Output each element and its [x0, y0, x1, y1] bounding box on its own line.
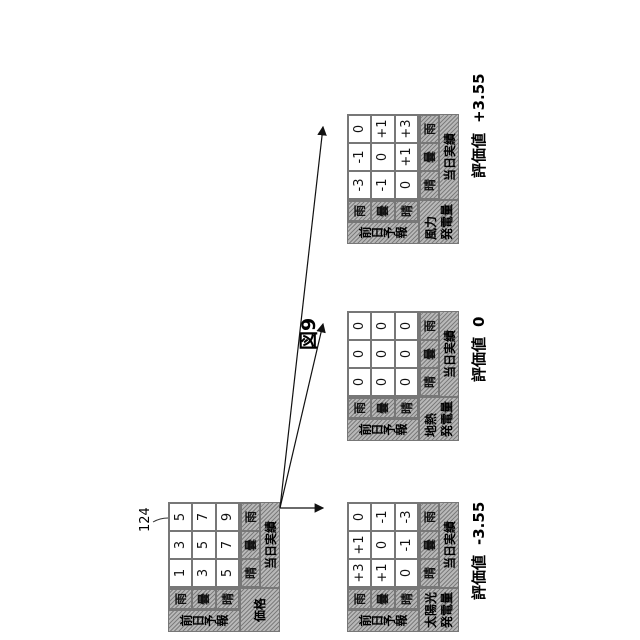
solar-col-label: 雨 — [420, 503, 439, 531]
arrow-to-geo — [280, 324, 323, 508]
wind-evaluation: 評価値 +3.55 — [468, 73, 489, 178]
geo-eval-label: 評価値 — [470, 337, 488, 382]
wind-cell: -1 — [371, 171, 394, 199]
geo-eval-value: 0 — [470, 317, 488, 327]
arrow-to-wind — [280, 127, 323, 508]
geo-row-label: 晴 — [395, 398, 418, 418]
solar-cell: 0 — [371, 531, 394, 559]
geo-table-row-labels: 雨 曇 晴 — [347, 397, 419, 419]
wind-cell: 0 — [371, 143, 394, 171]
wind-table-col-labels: 晴 曇 雨 — [419, 114, 439, 200]
wind-col-label: 曇 — [420, 143, 439, 171]
wind-row-label: 雨 — [348, 201, 371, 221]
geo-table-forecast-label: 前日予報 — [347, 419, 419, 441]
solar-cell: +1 — [348, 531, 371, 559]
solar-cell: +1 — [371, 559, 394, 587]
geo-col-label: 曇 — [420, 340, 439, 368]
wind-table-corner-label: 風力 発電量 — [419, 200, 459, 244]
solar-table-values: +3 +1 0 +1 0 -1 0 -1 -3 — [347, 502, 419, 588]
geo-table-corner-label: 地熱 発電量 — [419, 397, 459, 441]
wind-table-actual-label: 当日実績 — [439, 114, 459, 200]
wind-table: 前日予報 雨 曇 晴 -3 -1 0 -1 0 +1 0 +1 +3 風力 発電… — [347, 63, 459, 244]
wind-row-label: 曇 — [371, 201, 394, 221]
wind-col-label: 雨 — [420, 115, 439, 143]
solar-row-label: 晴 — [395, 589, 418, 609]
wind-cell: -3 — [348, 171, 371, 199]
geo-row-label: 曇 — [371, 398, 394, 418]
wind-cell: -1 — [348, 143, 371, 171]
solar-table-actual-label: 当日実績 — [439, 502, 459, 588]
geo-table: 前日予報 雨 曇 晴 0 0 0 0 0 0 0 0 0 地熱 発電量 晴 曇 … — [347, 260, 459, 441]
geo-cell: 0 — [371, 312, 394, 340]
geo-col-label: 晴 — [420, 368, 439, 396]
solar-table-row-labels: 雨 曇 晴 — [347, 588, 419, 610]
solar-col-label: 晴 — [420, 559, 439, 587]
wind-cell: 0 — [395, 171, 418, 199]
wind-row-label: 晴 — [395, 201, 418, 221]
solar-eval-value: -3.55 — [470, 502, 488, 545]
geo-row-label: 雨 — [348, 398, 371, 418]
wind-cell: +3 — [395, 115, 418, 143]
wind-col-label: 晴 — [420, 171, 439, 199]
solar-cell: -1 — [395, 531, 418, 559]
solar-table: 前日予報 雨 曇 晴 +3 +1 0 +1 0 -1 0 -1 -3 太陽光 発… — [347, 451, 459, 632]
wind-table-forecast-label: 前日予報 — [347, 222, 419, 244]
solar-col-label: 曇 — [420, 531, 439, 559]
geo-cell: 0 — [395, 340, 418, 368]
wind-table-values: -3 -1 0 -1 0 +1 0 +1 +3 — [347, 114, 419, 200]
geo-cell: 0 — [395, 312, 418, 340]
geo-evaluation: 評価値 0 — [468, 317, 489, 382]
solar-table-forecast-label: 前日予報 — [347, 610, 419, 632]
geo-cell: 0 — [371, 368, 394, 396]
wind-cell: +1 — [395, 143, 418, 171]
wind-cell: +1 — [371, 115, 394, 143]
geo-table-col-labels: 晴 曇 雨 — [419, 311, 439, 397]
solar-row-label: 雨 — [348, 589, 371, 609]
geo-cell: 0 — [395, 368, 418, 396]
geo-cell: 0 — [348, 312, 371, 340]
wind-table-row-labels: 雨 曇 晴 — [347, 200, 419, 222]
geo-table-values: 0 0 0 0 0 0 0 0 0 — [347, 311, 419, 397]
geo-cell: 0 — [348, 368, 371, 396]
solar-table-corner-label: 太陽光 発電量 — [419, 588, 459, 632]
solar-row-label: 曇 — [371, 589, 394, 609]
geo-cell: 0 — [371, 340, 394, 368]
geo-cell: 0 — [348, 340, 371, 368]
geo-table-actual-label: 当日実績 — [439, 311, 459, 397]
wind-eval-value: +3.55 — [470, 73, 488, 123]
solar-cell: -1 — [371, 503, 394, 531]
solar-cell: -3 — [395, 503, 418, 531]
solar-cell: 0 — [395, 559, 418, 587]
solar-cell: +3 — [348, 559, 371, 587]
solar-table-col-labels: 晴 曇 雨 — [419, 502, 439, 588]
wind-cell: 0 — [348, 115, 371, 143]
solar-evaluation: 評価値 -3.55 — [468, 502, 489, 600]
solar-cell: 0 — [348, 503, 371, 531]
geo-col-label: 雨 — [420, 312, 439, 340]
solar-eval-label: 評価値 — [470, 555, 488, 600]
wind-eval-label: 評価値 — [470, 133, 488, 178]
